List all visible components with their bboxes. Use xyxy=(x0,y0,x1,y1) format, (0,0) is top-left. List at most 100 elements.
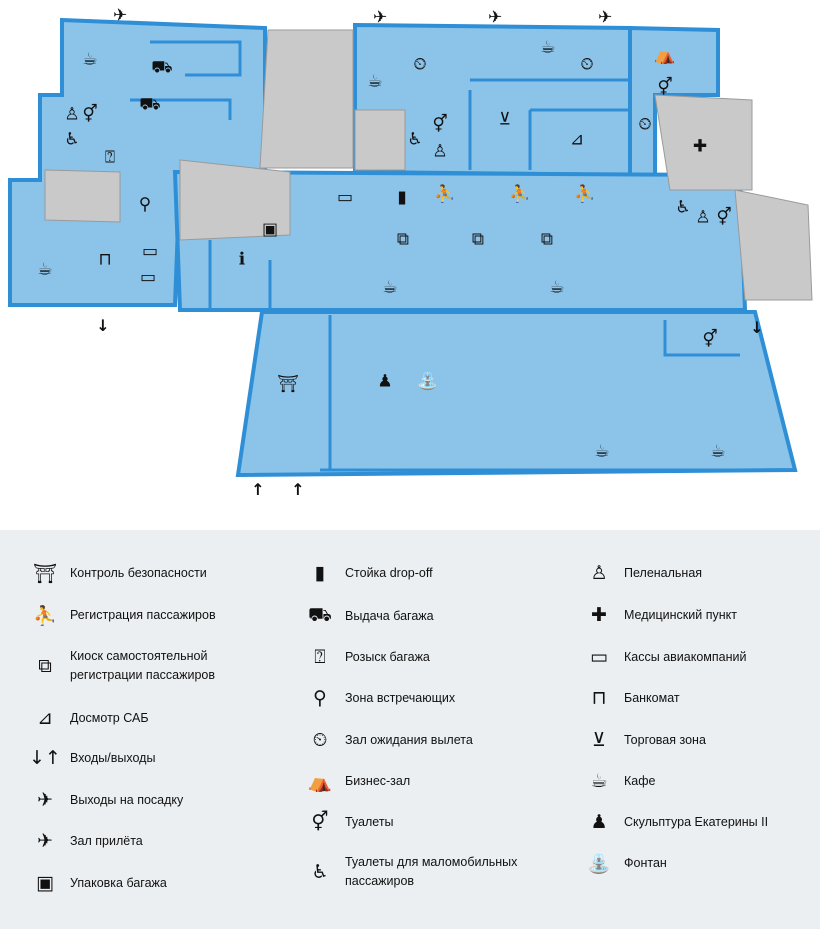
info-icon: ℹ xyxy=(238,249,246,270)
legend: ⛩ Контроль безопасности ⛹Регистрация пасс… xyxy=(0,530,820,929)
legend-item: ⛟ Выдача багажа xyxy=(303,604,434,629)
cafe-icon: ☕ xyxy=(590,770,608,792)
atm-icon: ⊓ xyxy=(98,249,112,270)
baby-change-icon: ♙ xyxy=(432,141,448,162)
inner-walls xyxy=(130,40,760,472)
accessible-toilet-icon: ♿ xyxy=(407,129,423,150)
baggage-wrap-icon: ▣ xyxy=(261,219,279,240)
ticket-office-icon: ▭ xyxy=(590,646,608,668)
toilets-icon: ⚥ xyxy=(82,104,98,125)
legend-label: Киоск самостоятельной регистрации пассаж… xyxy=(70,649,215,682)
departure-gate-icon: ✈ xyxy=(372,7,388,28)
legend-label: Скульптура Екатерины II xyxy=(624,814,769,829)
legend-label: Туалеты для маломобильных пассажиров xyxy=(345,855,518,888)
legend-item: ♟ Скульптура Екатерины II xyxy=(582,811,768,833)
legend-item: ⊓Банкомат xyxy=(582,687,680,709)
legend-label: Контроль безопасности xyxy=(70,566,207,580)
west-service-rooms xyxy=(179,159,291,241)
baby-change-icon: ♙ xyxy=(64,104,80,125)
legend-item: ✚Медицинский пункт xyxy=(582,604,737,626)
legend-item: ☕ Кафе xyxy=(582,770,655,792)
legend-item: ⛹Регистрация пассажиров xyxy=(28,604,215,627)
legend-item: ⛲Фонтан xyxy=(582,852,667,875)
sculpture-icon: ♟ xyxy=(590,811,608,833)
north-service-rooms xyxy=(354,109,406,171)
baggage-claim-icon: ⛟ xyxy=(151,57,173,78)
toilets-icon: ⚥ xyxy=(657,77,673,98)
gray-zones xyxy=(44,29,813,301)
legend-item: ⧉Киоск самостоятельной регистрации пасса… xyxy=(28,647,240,685)
legend-item: ▭ Кассы авиакомпаний xyxy=(582,646,746,668)
cafe-icon: ☕ xyxy=(594,441,610,462)
legend-item: ⚥Туалеты xyxy=(303,811,393,833)
legend-label: Зона встречающих xyxy=(345,690,456,705)
legend-item: ⍰ Розыск багажа xyxy=(303,646,430,668)
floor-areas xyxy=(8,17,798,478)
west-small-rooms xyxy=(44,169,121,223)
arrival-hall-icon: ✈ xyxy=(37,830,53,852)
toilets-icon: ⚥ xyxy=(716,207,732,228)
legend-label: Пеленальная xyxy=(624,565,703,580)
cafe-icon: ☕ xyxy=(382,277,398,298)
cafe-icon: ☕ xyxy=(37,259,53,280)
ticket-office-icon: ▭ xyxy=(139,267,157,288)
legend-item: ⚲ Зона встречающих xyxy=(303,687,455,709)
cafe-icon: ☕ xyxy=(367,71,383,92)
self-check-in-kiosk-icon: ⧉ xyxy=(471,229,485,250)
legend-item: ♿Туалеты для маломобильных пассажиров xyxy=(303,853,530,891)
waiting-hall-icon: ⏲ xyxy=(580,54,594,75)
toilets-icon: ⚥ xyxy=(432,114,448,135)
arrival-hall-icon: ✈ xyxy=(112,5,128,26)
legend-label: Выдача багажа xyxy=(345,609,434,623)
medical-cross-icon: ✚ xyxy=(692,136,708,157)
legend-item: ✈ Зал прилёта xyxy=(28,830,143,852)
fountain-icon: ⛲ xyxy=(417,371,439,392)
legend-label: Кафе xyxy=(624,773,656,788)
entrance-exit-icon: ↓↑ xyxy=(29,747,61,769)
entrance-arrow-up-icon: ↑ xyxy=(291,480,305,499)
legend-label: Стойка drop-off xyxy=(345,565,433,580)
legend-item: ⊻Торговая зона xyxy=(582,729,706,751)
lost-baggage-icon: ⍰ xyxy=(314,646,326,668)
toilets-icon: ⚥ xyxy=(702,329,718,350)
arrival-hall xyxy=(235,310,798,478)
self-check-in-kiosk-icon: ⧉ xyxy=(540,229,554,250)
baggage-wrap-icon: ▣ xyxy=(36,872,54,894)
sab-inspection-icon: ⊿ xyxy=(37,707,53,729)
legend-item: ⊿Досмотр САБ xyxy=(28,707,149,729)
legend-label: Зал прилёта xyxy=(70,833,143,848)
entrance-arrow-up-icon: ↑ xyxy=(251,480,265,499)
legend-label: Зал ожидания вылета xyxy=(345,732,473,747)
legend-item: ↓↑Входы/выходы xyxy=(28,747,155,769)
medical-cross-icon: ✚ xyxy=(591,604,607,626)
sab-inspection-icon: ⊿ xyxy=(569,129,585,150)
legend-label: Розыск багажа xyxy=(345,649,430,664)
meeting-zone-icon: ⚲ xyxy=(313,687,327,709)
baby-change-icon: ♙ xyxy=(695,207,711,228)
legend-label: Кассы авиакомпаний xyxy=(624,649,747,664)
toilets-icon: ⚥ xyxy=(311,811,329,833)
east-service-rooms xyxy=(654,94,753,191)
business-lounge-icon: ⛺ xyxy=(308,771,332,793)
drop-off-icon: ▮ xyxy=(314,562,326,584)
departure-gate-icon: ✈ xyxy=(597,7,613,28)
legend-item: ⛩ Контроль безопасности xyxy=(28,562,207,585)
meeting-zone-icon: ⚲ xyxy=(138,194,152,215)
ticket-office-icon: ▭ xyxy=(141,241,159,262)
security-check-icon: ⛩ xyxy=(277,374,299,395)
waiting-hall-icon: ⏲ xyxy=(413,54,427,75)
legend-item: ▮ Стойка drop-off xyxy=(303,562,433,584)
accessible-toilet-icon: ♿ xyxy=(675,197,691,218)
baby-change-icon: ♙ xyxy=(590,562,608,584)
central-corridor xyxy=(259,29,354,169)
waiting-hall-icon: ⏲ xyxy=(638,114,652,135)
baggage-claim-icon: ⛟ xyxy=(139,94,161,115)
waiting-hall-icon: ⏲ xyxy=(312,729,328,751)
check-in-icon: ⛹ xyxy=(434,184,456,205)
legend-item: ⏲ Зал ожидания вылета xyxy=(303,729,473,751)
baggage-claim-icon: ⛟ xyxy=(308,604,332,626)
atm-icon: ⊓ xyxy=(591,687,607,709)
security-check-icon: ⛩ xyxy=(32,563,58,585)
accessible-toilet-icon: ♿ xyxy=(64,129,80,150)
